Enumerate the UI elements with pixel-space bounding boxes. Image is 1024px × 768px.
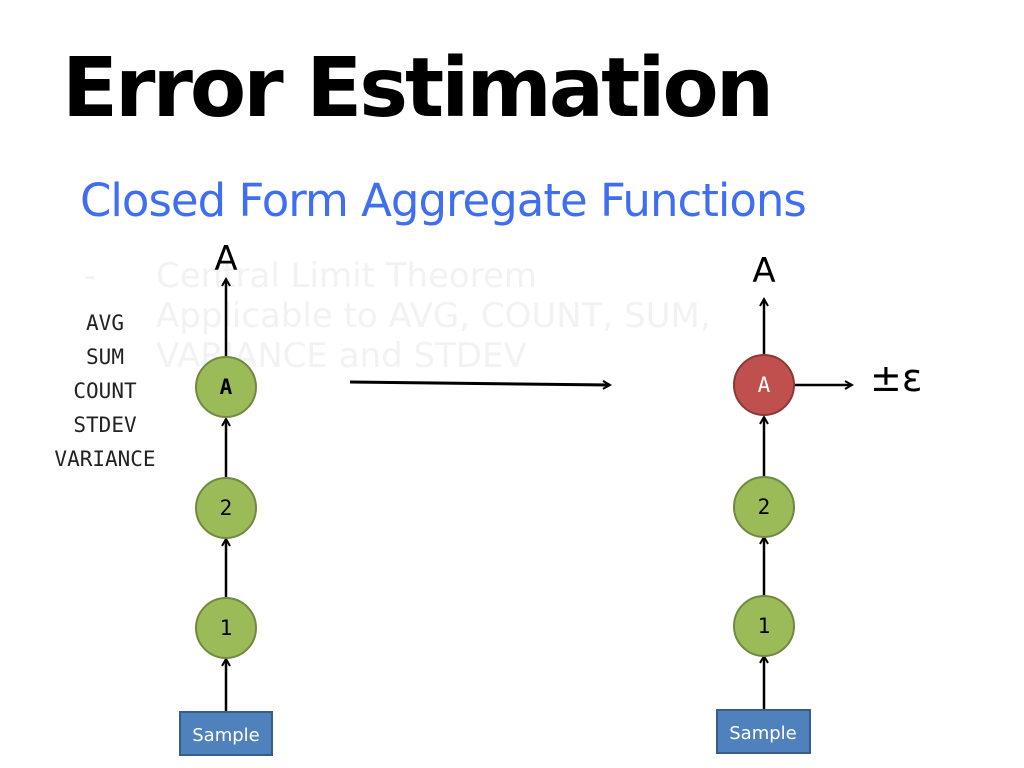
node-circle (733, 476, 795, 538)
faded-bullet-list: - Central Limit Theorem Applicable to AVG… (84, 256, 711, 376)
node-circle (733, 354, 795, 416)
sample-rect (179, 711, 273, 756)
right-node-1: 1 (733, 595, 795, 657)
node-circle (195, 597, 257, 659)
transform-arrow (349, 382, 610, 385)
slide-title: Error Estimation (62, 41, 774, 136)
function-item: STDEV (73, 413, 137, 437)
right-node-aggregate-highlighted: A (733, 354, 795, 416)
aggregate-function-list: AVG SUM COUNT STDEV VARIANCE (30, 306, 180, 476)
function-item: SUM (86, 345, 124, 369)
left-sample-box: Sample (179, 711, 273, 756)
left-node-aggregate: A (195, 356, 257, 418)
function-item: AVG (86, 311, 124, 335)
left-result-label: A (214, 239, 237, 279)
left-tree: A A 2 1 Sample (179, 239, 273, 756)
node-label: A (758, 373, 771, 397)
function-item: COUNT (73, 379, 137, 403)
left-node-1: 1 (195, 597, 257, 659)
function-item: VARIANCE (54, 447, 156, 471)
sample-rect (716, 709, 811, 754)
sample-label: Sample (192, 725, 260, 746)
node-circle (195, 477, 257, 539)
node-circle (195, 356, 257, 418)
node-label: A (220, 375, 233, 399)
faded-bullet-2: Applicable to AVG, COUNT, SUM, (156, 296, 711, 336)
right-result-label: A (752, 251, 775, 291)
node-label: 2 (758, 495, 771, 519)
node-label: 1 (758, 614, 771, 638)
sample-label: Sample (729, 723, 797, 744)
right-node-2: 2 (733, 476, 795, 538)
faded-bullet-text-1: Central Limit Theorem (156, 256, 538, 296)
node-label: 2 (220, 496, 233, 520)
right-sample-box: Sample (716, 709, 811, 754)
slide-subtitle: Closed Form Aggregate Functions (80, 174, 807, 227)
right-tree: A A 2 1 Sample ±ε (716, 251, 922, 754)
node-label: 1 (220, 616, 233, 640)
node-circle (733, 595, 795, 657)
error-bound-label: ±ε (870, 356, 922, 400)
left-node-2: 2 (195, 477, 257, 539)
bullet-dash: - (84, 256, 97, 296)
faded-bullet-1: - Central Limit Theorem (84, 256, 711, 296)
